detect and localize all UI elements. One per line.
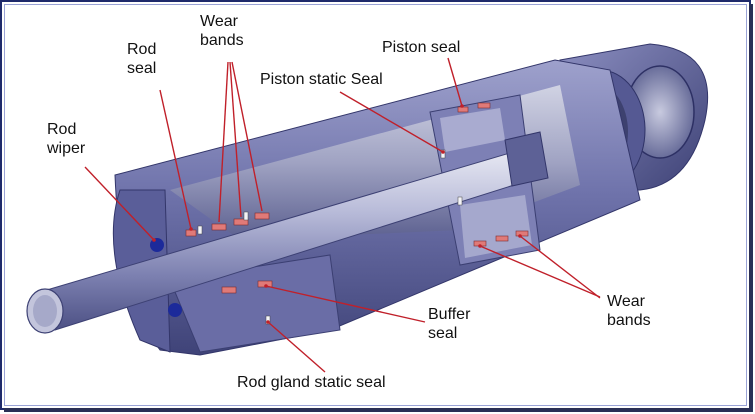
label-rod-wiper: Rod wiper [47,120,85,158]
label-rod-seal: Rod seal [127,40,156,78]
label-rod-gland-static-seal: Rod gland static seal [237,373,386,392]
label-buffer-seal-line2: seal [428,325,458,342]
label-piston-seal-text: Piston seal [382,39,461,56]
label-wear-bands-right-line1: Wear [607,293,645,310]
rod-wiper-ring-top [150,238,164,252]
label-wear-bands-top-line2: bands [200,32,244,49]
label-rod-seal-line2: seal [127,60,157,77]
seal-elements [185,102,529,294]
rod-seal-top [185,229,197,237]
label-rod-gland-static-seal-text: Rod gland static seal [237,374,386,391]
label-wear-bands-right-line2: bands [607,312,651,329]
label-rod-seal-line1: Rod [127,41,157,58]
label-piston-seal: Piston seal [382,38,460,57]
label-buffer-seal-line1: Buffer [428,306,471,323]
label-piston-static-seal: Piston static Seal [260,70,383,89]
frame-shadow-right [749,4,753,410]
label-wear-bands-top: Wear bands [200,12,244,50]
rod-wiper-ring-bottom [168,303,182,317]
label-buffer-seal: Buffer seal [428,305,470,343]
label-wear-bands-top-line1: Wear [200,13,238,30]
frame-shadow-bottom [4,408,753,412]
label-rod-wiper-line2: wiper [47,140,86,157]
label-piston-static-seal-text: Piston static Seal [260,71,383,88]
label-rod-wiper-line1: Rod [47,121,77,138]
label-wear-bands-right: Wear bands [607,292,651,330]
leader-lines [84,57,601,373]
